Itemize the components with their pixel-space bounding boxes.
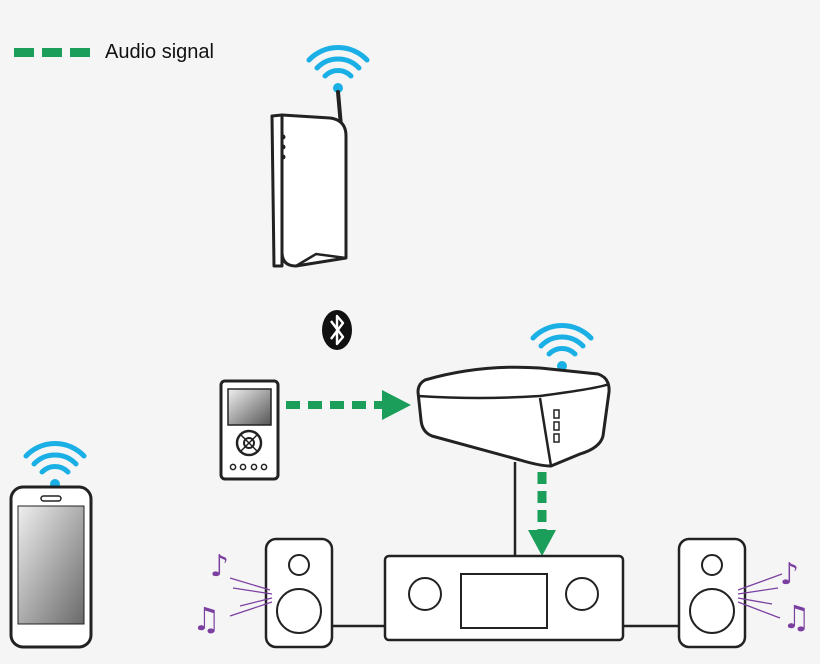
signal-arrow-to-receiver <box>528 472 556 556</box>
av-receiver <box>383 554 625 642</box>
sound-waves-left <box>229 577 273 617</box>
legend-dashed-line <box>14 47 90 57</box>
left-speaker <box>264 537 334 649</box>
legend: Audio signal <box>14 38 214 66</box>
music-player <box>219 379 280 481</box>
music-note-icon: ♪ <box>780 557 799 592</box>
bluetooth-icon <box>322 310 352 350</box>
signal-arrow-to-hub <box>286 390 411 420</box>
right-speaker <box>677 537 747 649</box>
smartphone <box>9 444 93 649</box>
music-note-icon: ♫ <box>192 600 221 638</box>
wifi-icon <box>26 444 84 489</box>
wireless-hub <box>416 326 611 468</box>
wifi-icon <box>309 48 367 93</box>
legend-label: Audio signal <box>105 40 214 63</box>
wifi-router <box>270 48 367 268</box>
music-note-icon: ♪ <box>210 549 229 584</box>
sound-waves-right <box>737 573 783 619</box>
wifi-icon <box>533 326 591 371</box>
music-note-icon: ♫ <box>782 598 811 636</box>
